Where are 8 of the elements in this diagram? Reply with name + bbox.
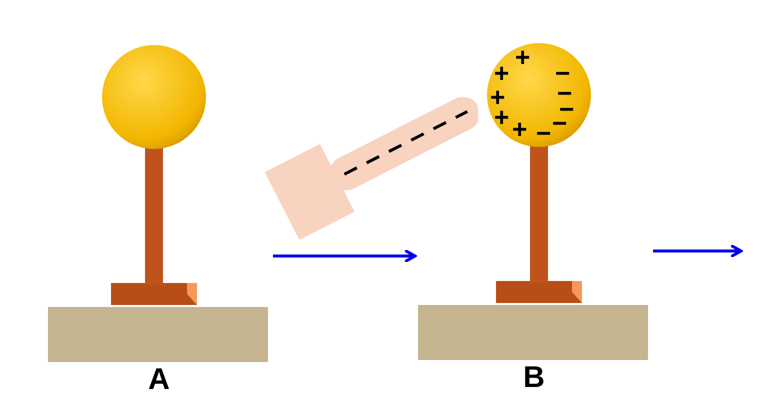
arrow xyxy=(273,250,416,262)
arrow xyxy=(653,244,742,258)
stand-label: A xyxy=(147,365,171,395)
stand-label: B xyxy=(522,363,546,393)
charge-sign: + xyxy=(494,60,510,86)
charge-sign: + xyxy=(512,116,528,142)
charge-sign: + xyxy=(515,44,530,70)
charge-sign: − xyxy=(536,120,552,146)
